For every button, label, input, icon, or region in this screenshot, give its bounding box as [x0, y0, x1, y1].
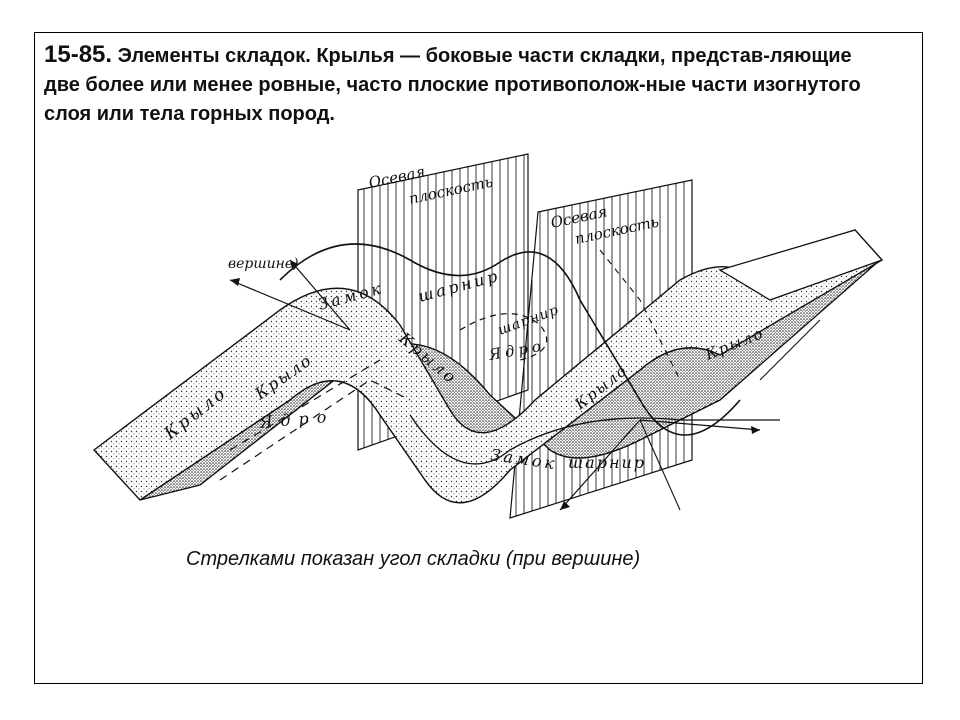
angle-arrow-2 [289, 259, 351, 331]
slide-heading-text: Элементы складок. Крылья — боковые части… [44, 45, 861, 125]
hinge-line-2 [409, 414, 780, 465]
slide-number: 15-85. [44, 41, 113, 68]
hidden-line-2 [229, 359, 381, 451]
fold-diagram: Осевая плоскость Осевая плоскость вершин… [92, 153, 884, 519]
angle-arrow-1 [229, 279, 351, 331]
slide-heading: 15-85. Элементы складок. Крылья — боковы… [44, 40, 874, 129]
fold-end-cap [718, 229, 884, 301]
arrow-head-1 [230, 278, 240, 286]
label-hinge-2: шарнир [568, 453, 646, 472]
angle-arrow-3 [639, 419, 761, 431]
arrow-head-3 [751, 426, 760, 434]
hidden-line-4 [599, 249, 681, 381]
hidden-line-1 [219, 379, 411, 481]
angle-arrow-6 [759, 319, 821, 381]
hinge-line-1 [279, 243, 741, 436]
arrow-head-2 [290, 260, 298, 269]
hidden-line-3 [459, 313, 548, 361]
slide-caption: Стрелками показан угол складки (при верш… [186, 548, 641, 570]
angle-arrow-5 [639, 419, 681, 511]
arrow-head-4 [560, 501, 570, 510]
label-apex: вершине) [228, 256, 299, 272]
angle-arrow-4 [559, 419, 641, 511]
